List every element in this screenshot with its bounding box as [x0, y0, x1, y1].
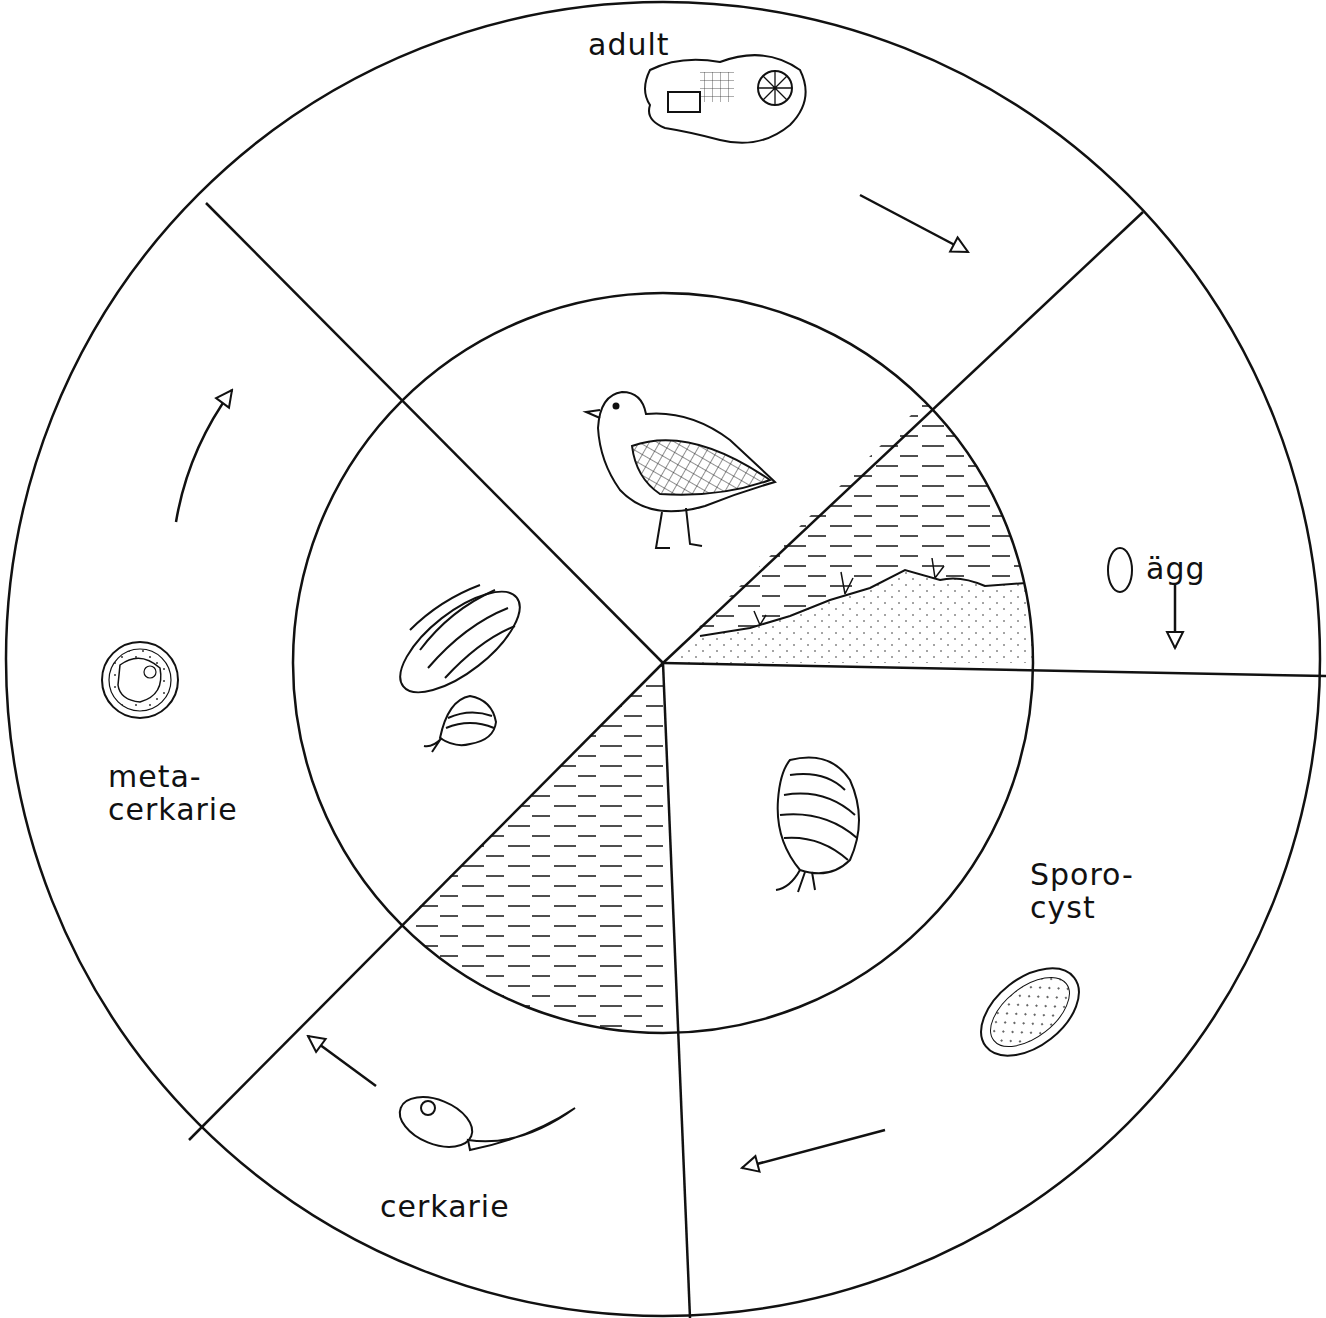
snail-host — [776, 758, 859, 893]
stage-label: adult — [588, 28, 758, 61]
cycle-rings — [6, 2, 1326, 1318]
sporocyst-figure — [965, 951, 1095, 1074]
metacercaria-figure — [102, 642, 178, 718]
mussel-host — [385, 574, 535, 710]
gull-host — [586, 392, 775, 548]
stage-label: Sporo- cyst — [1030, 858, 1140, 924]
stage-label: ägg — [1146, 552, 1266, 585]
stage-label: cerkarie — [380, 1190, 580, 1223]
cycle-arrow — [176, 195, 1175, 1168]
egg-figure — [1108, 548, 1132, 592]
cercaria-figure — [393, 1087, 575, 1156]
stage-label: meta- cerkarie — [108, 760, 258, 826]
adult-fluke — [645, 55, 806, 143]
snail-host — [424, 696, 496, 752]
